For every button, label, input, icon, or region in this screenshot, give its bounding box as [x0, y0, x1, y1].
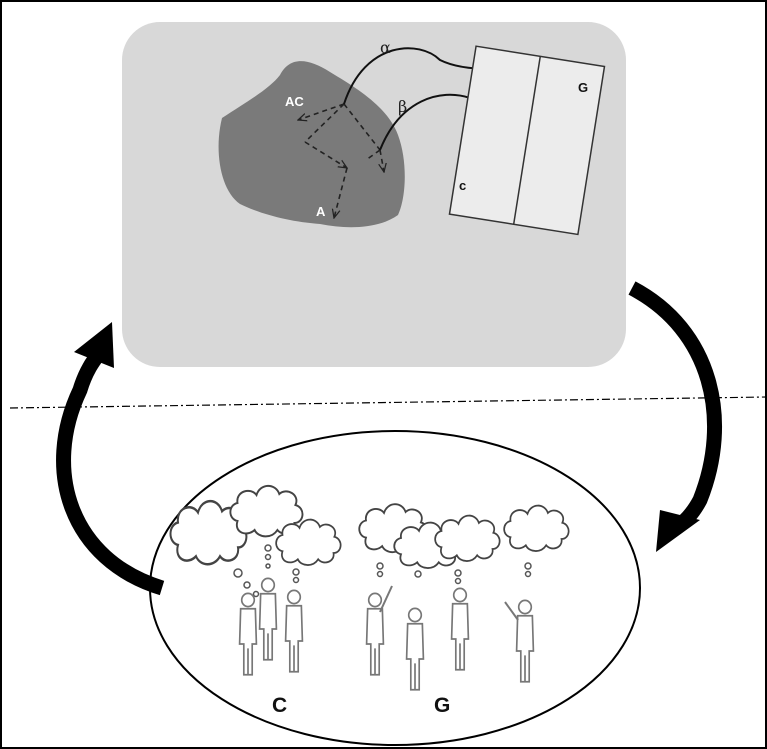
lower-ellipse: [149, 430, 641, 746]
group-label-g: G: [434, 694, 450, 717]
state-sheet: [448, 45, 606, 236]
thought-bubbles: [233, 544, 532, 598]
region-blob: [218, 61, 405, 228]
label-a: A: [316, 204, 326, 219]
dashed-path-network: [298, 103, 384, 218]
cycle-arrow-left: [56, 322, 165, 596]
cycle-arrow-right: [628, 281, 723, 552]
divider-line: [9, 396, 767, 409]
sheet-label-g: G: [578, 80, 588, 95]
label-ac: AC: [285, 94, 304, 109]
sheet-label-c: c: [459, 178, 466, 193]
label-beta: β: [398, 97, 407, 116]
people-group-g: [365, 585, 535, 691]
label-alpha: α: [380, 38, 391, 57]
group-label-c: C: [272, 694, 287, 717]
